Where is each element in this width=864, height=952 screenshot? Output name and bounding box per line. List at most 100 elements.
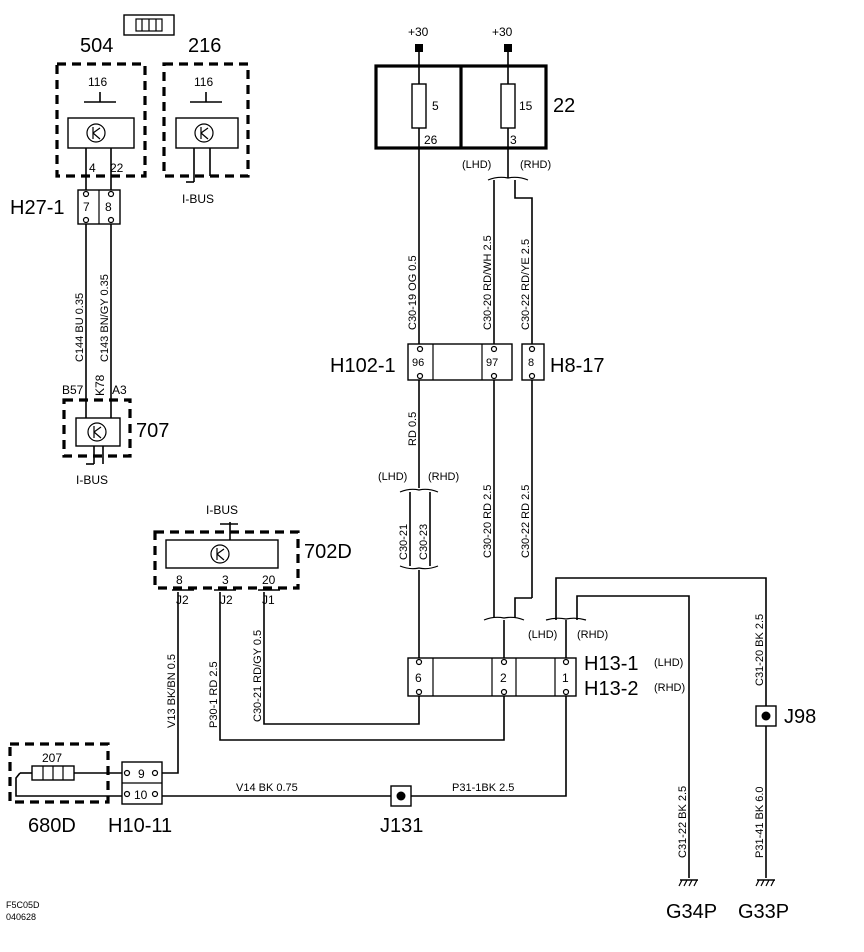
wire-v14-label: V14 BK 0.75: [236, 782, 298, 794]
connector-h10-11-label: H10-11: [108, 815, 172, 837]
variant-rhd-h13: (RHD): [577, 629, 608, 641]
wire-c30-21-label: C30-21: [398, 524, 410, 560]
component-504-pin-4: 4: [89, 161, 96, 175]
wire-c143-label: C143 BN/GY 0.35: [99, 274, 111, 362]
connector-h27-1-pin-8: 8: [105, 200, 112, 214]
component-707-label: 707: [136, 420, 169, 442]
wire-v13-label: V13 BK/BN 0.5: [166, 654, 178, 728]
component-216-border: [162, 62, 250, 178]
component-216-fuse-label: 116: [194, 75, 213, 89]
component-707-pin-b57: B57: [62, 383, 84, 397]
splice-j98-label: J98: [784, 706, 816, 728]
component-702d-border: [153, 530, 300, 590]
power-30-right: +30: [492, 25, 513, 39]
component-680d-label: 680D: [28, 815, 76, 837]
connector-h8-17-label: H8-17: [550, 355, 604, 377]
connector-h13-1-variant: (LHD): [654, 657, 683, 669]
connector-h13-2-variant: (RHD): [654, 682, 685, 694]
footer-code-1: F5C05D: [6, 900, 40, 910]
wire-c30-21-low-label: C30-21 RD/GY 0.5: [252, 630, 264, 722]
connector-h13: 6 2 1 H13-1 (LHD) H13-2 (RHD): [407, 653, 685, 700]
component-707-pin-a3: A3: [112, 383, 127, 397]
component-702d-conn-j1: J1: [262, 593, 275, 607]
connector-h102-1-pin-97: 97: [486, 357, 498, 369]
connector-h27-1: H27-1 7 8: [10, 189, 121, 225]
component-504-pin-22: 22: [110, 161, 124, 175]
wire-c30-22-top-label: C30-22 RD/YE 2.5: [520, 239, 532, 330]
component-216-bus: I-BUS: [182, 192, 214, 206]
power-terminal-icon: [415, 44, 423, 52]
component-504-label: 504: [80, 35, 113, 57]
wire-c30-23-label: C30-23: [418, 524, 430, 560]
variant-split-top: [487, 176, 529, 181]
component-702d-bus: I-BUS: [206, 503, 238, 517]
fuse-5-icon: [411, 83, 427, 129]
wire-p31-1: [411, 696, 567, 797]
wire-c30-21-low: [263, 592, 420, 725]
variant-lhd-mid: (LHD): [378, 471, 407, 483]
connector-h13-pin-1: 1: [562, 671, 569, 685]
connector-h13-2-label: H13-2: [584, 678, 638, 700]
connector-icon: [123, 14, 175, 36]
component-216-label: 216: [188, 35, 221, 57]
fuse-15-icon: [500, 83, 516, 129]
variant-rhd-mid: (RHD): [428, 471, 459, 483]
wire-c30-20-top-label: C30-20 RD/WH 2.5: [482, 235, 494, 330]
component-702d-conn-j2b: J2: [220, 593, 233, 607]
wire-c31-22: [576, 595, 690, 878]
transistor-icon: [210, 544, 230, 564]
fuse-15-label: 15: [519, 99, 533, 113]
connector-h10-11: 9 10 H10-11: [108, 761, 172, 837]
connector-h27-1-pin-7: 7: [83, 200, 90, 214]
variant-lhd-top: (LHD): [462, 159, 491, 171]
connector-h10-11-pin-9: 9: [138, 767, 145, 781]
wire-c31-20-label: C31-20 BK 2.5: [754, 614, 766, 686]
connector-h8-17-pin-8: 8: [528, 357, 534, 369]
component-504-fuse-label: 116: [88, 75, 107, 89]
connector-h10-11-pin-10: 10: [134, 788, 148, 802]
connector-h102-1: H102-1 96 97: [330, 343, 513, 381]
component-707: B57 K78 A3 I-BUS 707: [62, 374, 169, 487]
power-terminal-icon: [504, 44, 512, 52]
connector-h27-1-label: H27-1: [10, 197, 64, 219]
component-702d: I-BUS 702D 8 3 20 J2 J2 J1: [153, 503, 352, 607]
wire-p31-1-label: P31-1BK 2.5: [452, 782, 514, 794]
component-707-border: [62, 398, 132, 458]
fuse-5-label: 5: [432, 99, 439, 113]
wire-c31-22-label: C31-22 BK 2.5: [677, 786, 689, 858]
connector-h8-17: 8 H8-17: [521, 343, 604, 381]
component-680d-inner-label: 207: [42, 751, 62, 765]
wire-c30-22-top: [514, 180, 533, 348]
wire-p30-1-label: P30-1 RD 2.5: [208, 661, 220, 728]
ground-g33p-label: G33P: [738, 901, 789, 923]
splice-j131: J131: [380, 785, 423, 837]
wire-c30-20-mid-label: C30-20 RD 2.5: [482, 485, 494, 558]
wire-c31-20: [555, 577, 767, 706]
component-702d-label: 702D: [304, 541, 352, 563]
component-702d-pin-20: 20: [262, 573, 276, 587]
component-702d-pin-3: 3: [222, 573, 229, 587]
ground-g34p: G34P: [666, 879, 717, 923]
ground-g34p-label: G34P: [666, 901, 717, 923]
component-707-bus: I-BUS: [76, 473, 108, 487]
component-504: 504 116 4 22: [55, 35, 147, 178]
wire-p31-41-label: P31-41 BK 6.0: [754, 786, 766, 858]
component-22: +30 +30 5 15 26 3 22: [374, 25, 575, 150]
power-30-left: +30: [408, 25, 429, 39]
transistor-icon: [194, 123, 214, 143]
variant-lhd-h13: (LHD): [528, 629, 557, 641]
connector-h13-pin-6: 6: [415, 671, 422, 685]
wire-c144-label: C144 BU 0.35: [74, 293, 86, 362]
component-680d: 207 680D: [8, 742, 122, 837]
ground-g33p: G33P: [738, 879, 789, 923]
component-22-pin-3: 3: [510, 133, 517, 147]
wire-p30-1: [219, 592, 505, 741]
component-22-label: 22: [553, 95, 575, 117]
component-216: 216 116 I-BUS: [162, 35, 250, 206]
splice-j131-label: J131: [380, 815, 423, 837]
connector-h102-1-label: H102-1: [330, 355, 396, 377]
splice-j98: J98: [755, 705, 816, 728]
wire-c30-22-mid-label: C30-22 RD 2.5: [520, 485, 532, 558]
footer-code-2: 040628: [6, 912, 36, 922]
